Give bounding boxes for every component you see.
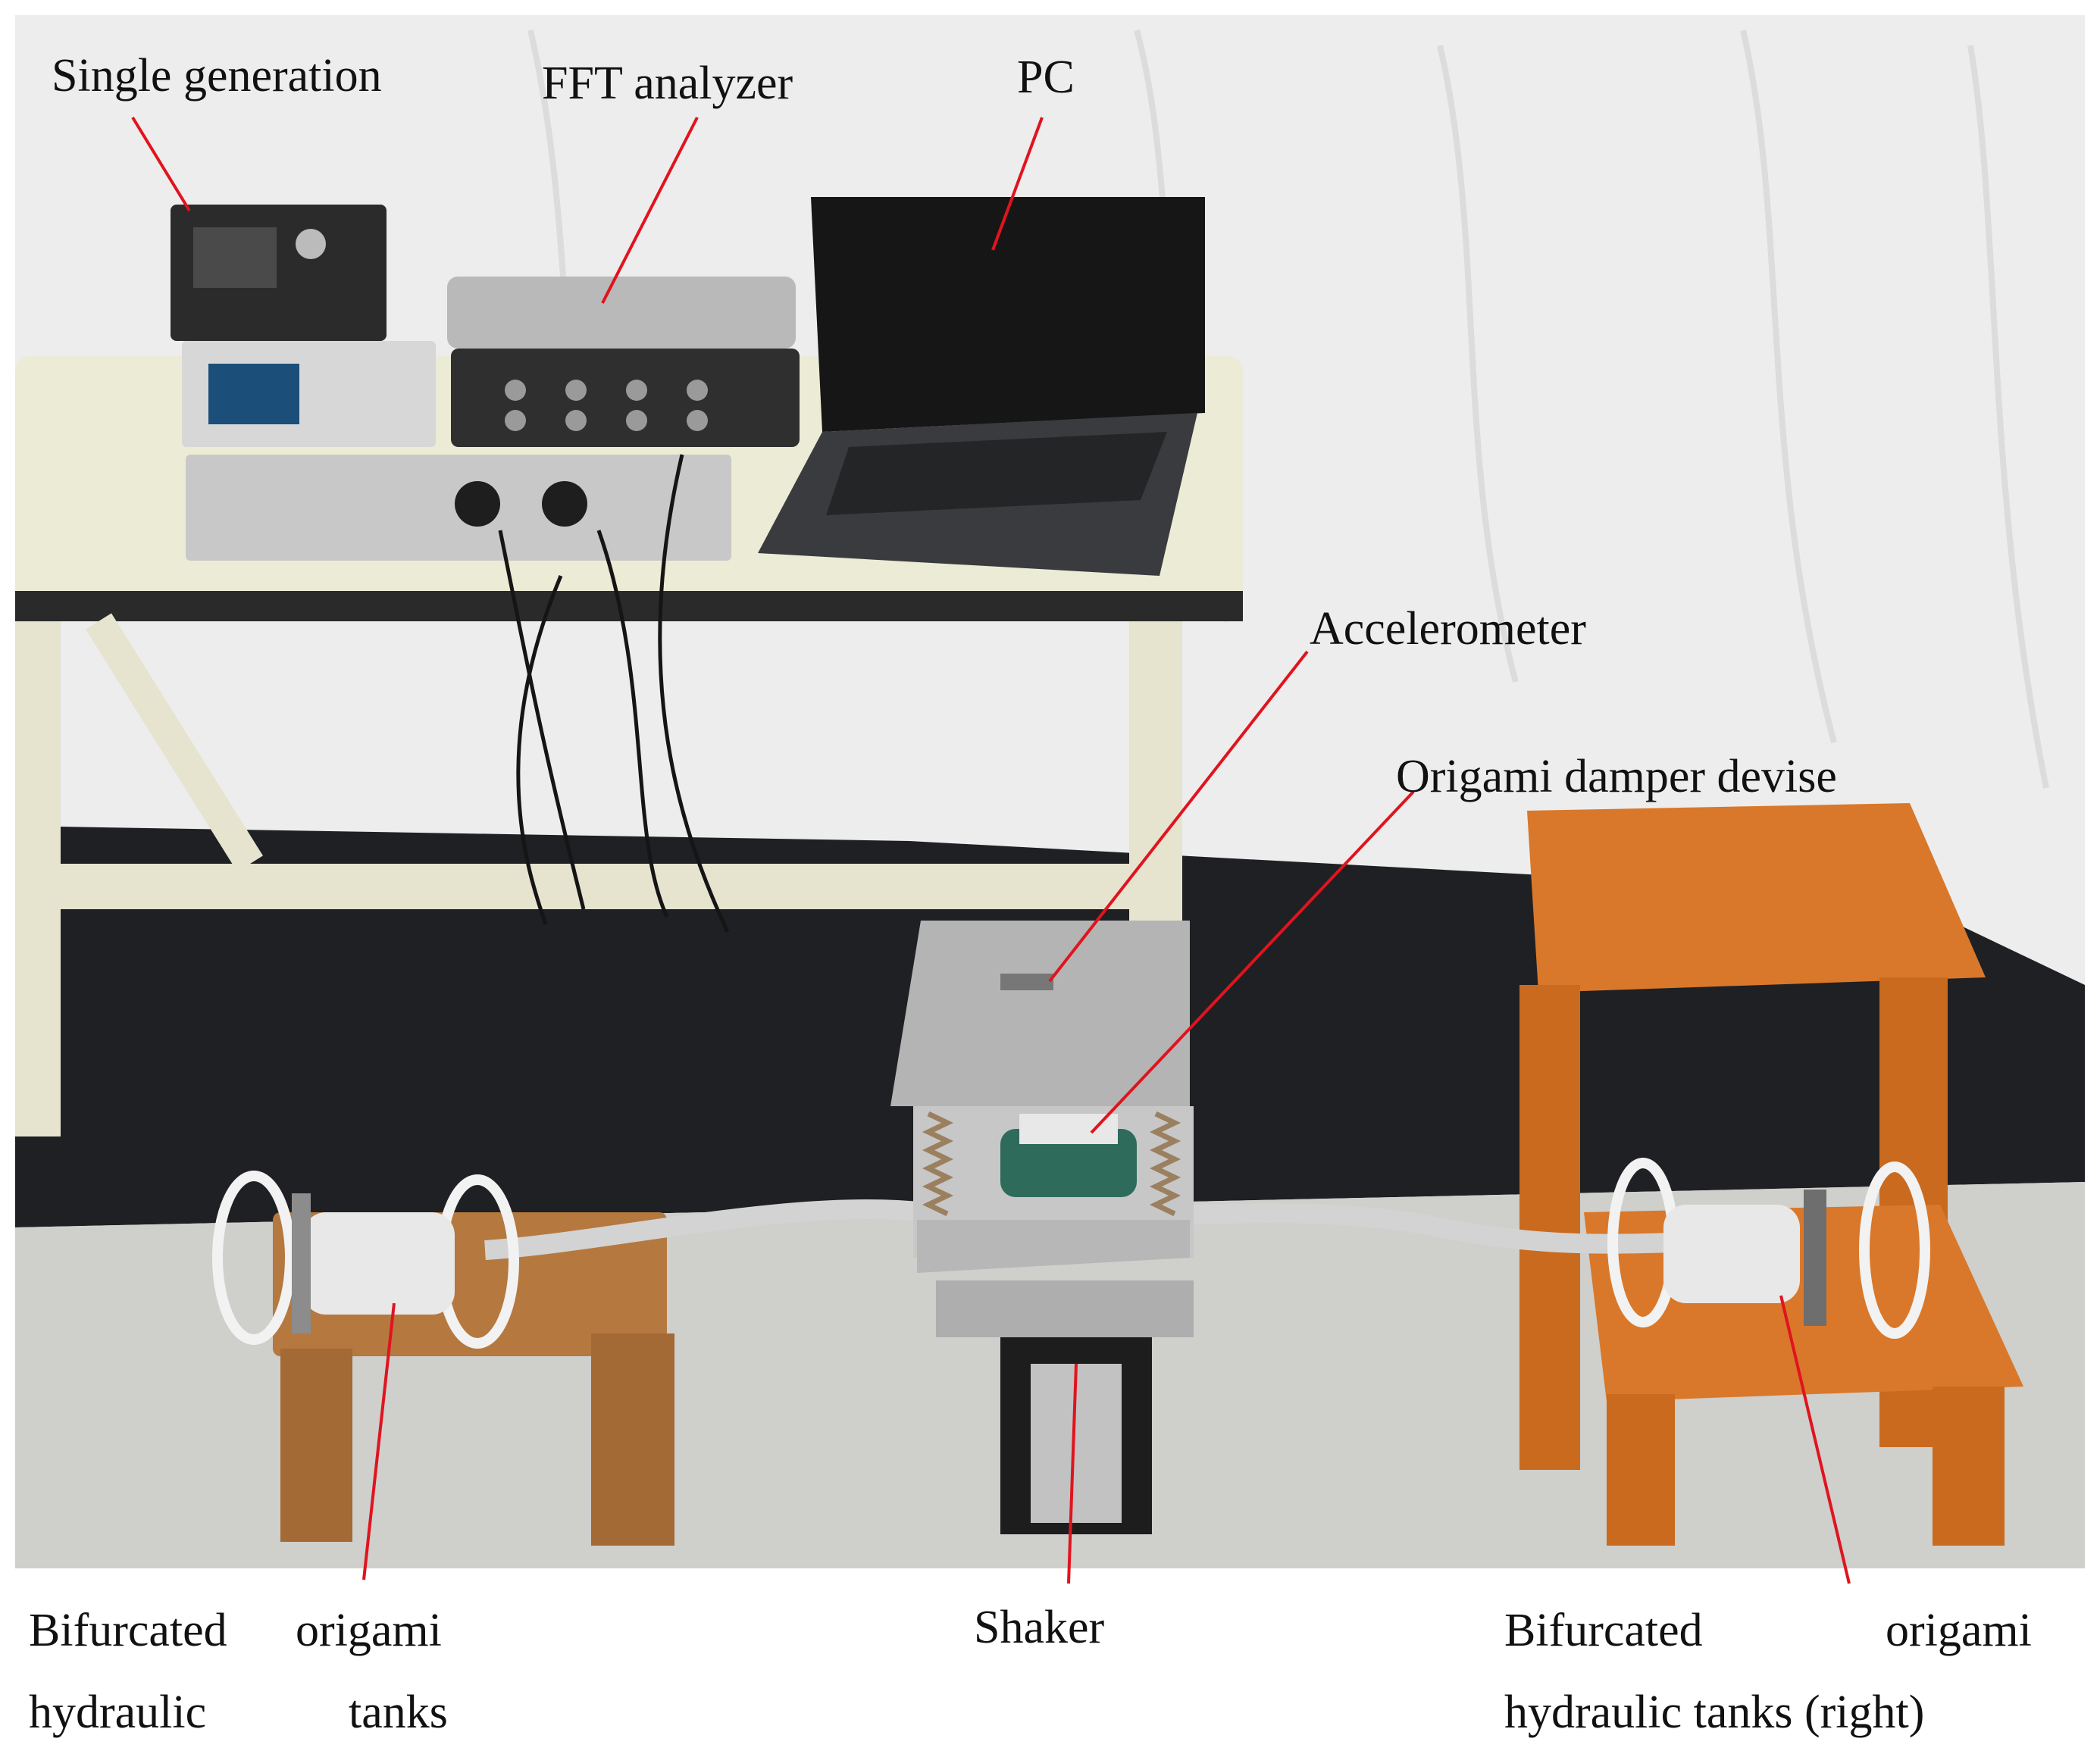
fft-analyzer-connectors bbox=[505, 380, 708, 431]
function-generator-screen bbox=[208, 364, 299, 424]
table-edge bbox=[15, 591, 1243, 621]
laptop-screen bbox=[811, 197, 1205, 432]
left-tank-ring-outer bbox=[212, 1171, 296, 1345]
amplifier-knob-right bbox=[542, 481, 587, 527]
left-tank-plate bbox=[292, 1193, 311, 1333]
right-stool-leg-front-right bbox=[1933, 1387, 2005, 1546]
label-shaker: Shaker bbox=[974, 1602, 1105, 1653]
right-tank-bellows bbox=[1663, 1205, 1800, 1303]
leader-shaker bbox=[1067, 1363, 1078, 1584]
label-pc: PC bbox=[1017, 52, 1075, 103]
left-origami-tank bbox=[212, 1171, 519, 1349]
label-left-tank-line1-b: origami bbox=[296, 1605, 442, 1656]
left-tank-bellows bbox=[303, 1212, 455, 1315]
right-stool-top bbox=[1527, 803, 1986, 993]
label-accelerometer: Accelerometer bbox=[1310, 603, 1586, 655]
label-signal-generation: Single generation bbox=[52, 50, 382, 102]
cables bbox=[498, 454, 730, 933]
leader-right-tank bbox=[1779, 1295, 1851, 1584]
table-crossbar bbox=[61, 864, 1137, 909]
damper-springs bbox=[922, 1111, 1181, 1217]
damper-lower-plate bbox=[936, 1280, 1194, 1337]
table-leg-left bbox=[15, 621, 61, 1137]
label-left-tank-line2-a: hydraulic bbox=[29, 1687, 206, 1738]
damper-mid-plate bbox=[917, 1220, 1190, 1273]
accelerometer-sensor bbox=[1000, 974, 1053, 990]
damper-top-plate bbox=[890, 921, 1190, 1106]
damper-bellows bbox=[1019, 1114, 1118, 1144]
table-brace bbox=[86, 613, 263, 872]
label-right-tank-line1-b: origami bbox=[1886, 1605, 2032, 1656]
leader-signal-gen bbox=[131, 116, 191, 212]
leader-lines bbox=[131, 116, 1851, 1584]
labels: Single generation FFT analyzer PC Accele… bbox=[29, 50, 2032, 1738]
label-left-tank-line2-b: tanks bbox=[349, 1687, 448, 1738]
signal-generator-knob bbox=[296, 229, 326, 259]
leader-accelerometer bbox=[1048, 650, 1309, 983]
leader-fft bbox=[601, 117, 699, 304]
right-tank-plate bbox=[1804, 1190, 1826, 1326]
instruments bbox=[171, 197, 1205, 933]
shaker-device bbox=[1000, 1337, 1152, 1534]
origami-damper-device bbox=[890, 921, 1194, 1337]
label-fft-analyzer: FFT analyzer bbox=[542, 58, 793, 109]
laptop-keyboard bbox=[826, 432, 1167, 515]
label-left-tank-line1-a: Bifurcated bbox=[29, 1605, 227, 1656]
right-stool-leg-front-left bbox=[1607, 1394, 1675, 1546]
label-right-tank-line2: hydraulic tanks (right) bbox=[1504, 1687, 1924, 1738]
table-leg-right bbox=[1129, 621, 1182, 940]
right-tank-ring-inner bbox=[1859, 1162, 1930, 1339]
amplifier-knob-left bbox=[455, 481, 500, 527]
label-right-tank-line1-a: Bifurcated bbox=[1504, 1605, 1703, 1656]
leader-left-tank bbox=[362, 1302, 396, 1580]
leader-damper bbox=[1090, 790, 1415, 1134]
right-origami-tank bbox=[1607, 1158, 1930, 1339]
left-stool-leg-right bbox=[591, 1333, 674, 1546]
leader-pc bbox=[991, 117, 1044, 251]
fft-analyzer-body bbox=[451, 349, 800, 447]
left-stool-leg-left bbox=[280, 1349, 352, 1542]
right-stool-leg-back-left bbox=[1519, 985, 1580, 1470]
fft-analyzer-top bbox=[447, 277, 796, 349]
damper-flange bbox=[1000, 1129, 1137, 1197]
label-origami-damper: Origami damper devise bbox=[1396, 751, 1837, 802]
signal-generator-screen bbox=[193, 227, 277, 288]
photo bbox=[15, 15, 2085, 1568]
